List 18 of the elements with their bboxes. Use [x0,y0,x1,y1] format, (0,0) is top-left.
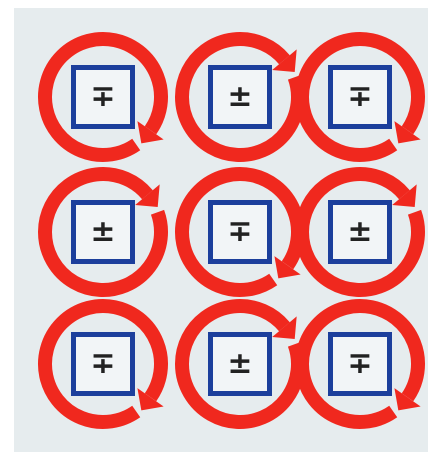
sign-box [328,200,392,264]
sign-label: ± [90,217,116,247]
sign-label: ∓ [347,349,373,379]
sign-box [71,332,135,396]
sign-label: ∓ [227,217,253,247]
sign-label: ± [347,217,373,247]
sign-label: ± [227,349,253,379]
sign-label: ± [227,82,253,112]
sign-box [71,65,135,129]
sign-box [208,332,272,396]
sign-label: ∓ [90,82,116,112]
sign-box [328,332,392,396]
sign-box [71,200,135,264]
sign-box [208,200,272,264]
sign-label: ∓ [347,82,373,112]
sign-label: ∓ [90,349,116,379]
sign-box [208,65,272,129]
sign-box [328,65,392,129]
